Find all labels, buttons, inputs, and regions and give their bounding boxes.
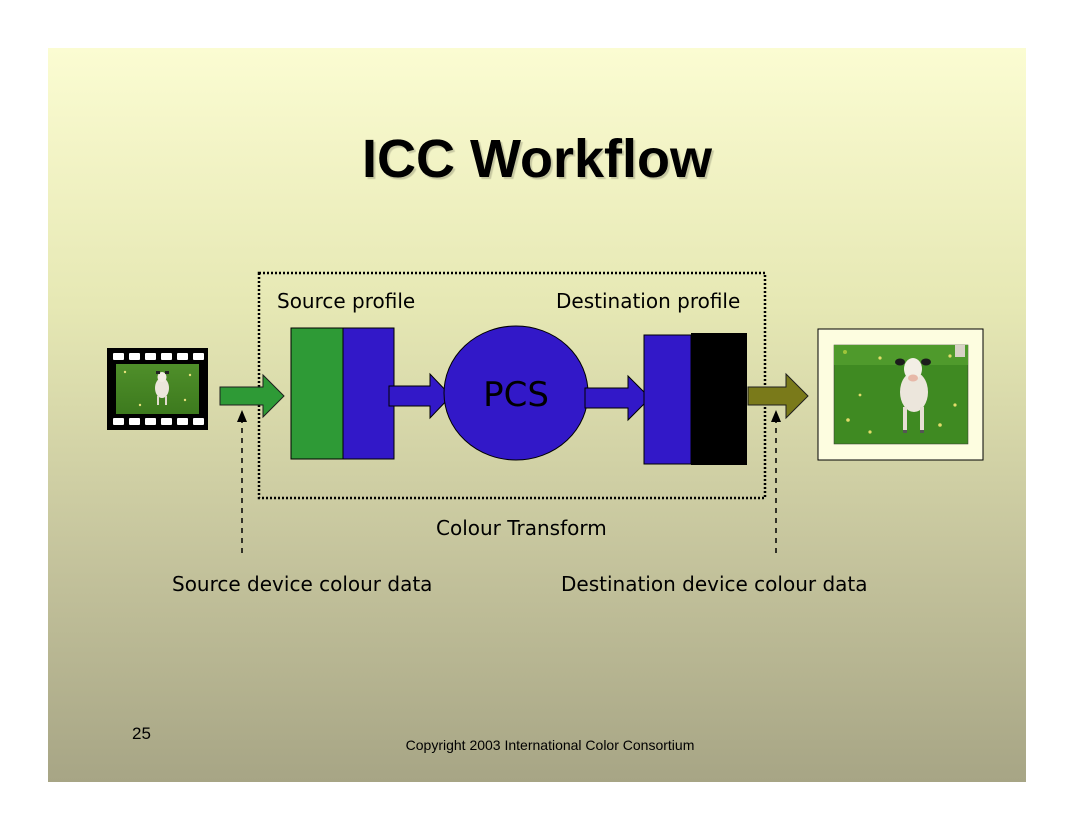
film-strip-icon xyxy=(107,348,208,430)
destination-data-indicator-arrowhead xyxy=(771,410,781,422)
destination-profile-black-half xyxy=(691,333,747,465)
page-number: 25 xyxy=(132,724,151,743)
source-data-indicator-arrowhead xyxy=(237,410,247,422)
source-profile-label: Source profile xyxy=(277,289,416,313)
colour-transform-box xyxy=(257,271,767,500)
destination-data-label: Destination device colour data xyxy=(561,572,868,596)
source-profile-blue-half xyxy=(342,327,395,460)
destination-profile-blue-half xyxy=(643,334,692,465)
destination-profile-label: Destination profile xyxy=(556,289,741,313)
printed-photo-icon xyxy=(817,328,984,461)
input-arrow xyxy=(219,373,285,419)
slide-title: ICC Workflow xyxy=(362,129,712,189)
source-to-pcs-arrow xyxy=(388,372,452,420)
pcs-to-destination-arrow xyxy=(584,374,651,422)
copyright-footer: Copyright 2003 International Color Conso… xyxy=(405,737,695,753)
pcs-label: PCS xyxy=(483,375,549,415)
source-profile-green-half xyxy=(290,327,344,460)
colour-transform-label: Colour Transform xyxy=(436,516,607,540)
output-arrow xyxy=(747,372,809,420)
source-data-label: Source device colour data xyxy=(172,572,433,596)
